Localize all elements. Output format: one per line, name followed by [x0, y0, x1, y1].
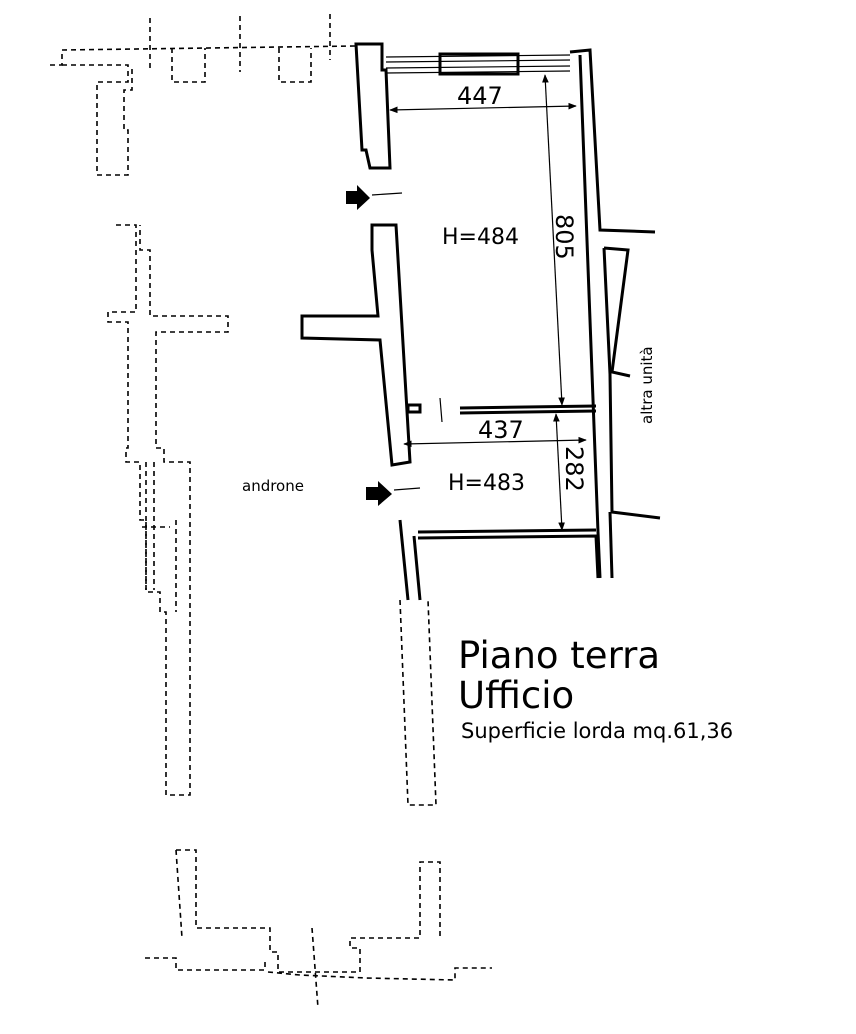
dimension-room2-width: 437 — [478, 416, 524, 444]
plan-title: Piano terra — [458, 634, 661, 677]
androne-label: androne — [242, 477, 304, 495]
area-label: Superficie lorda mq.61,36 — [461, 719, 734, 743]
dimension-top-width: 447 — [457, 82, 503, 110]
dimension-lines — [389, 74, 587, 531]
room2-height-label: H=483 — [448, 471, 525, 496]
dimension-room2-length: 282 — [560, 446, 588, 492]
entrance-arrow-icon — [366, 481, 392, 506]
unit-walls — [300, 42, 661, 601]
room1-height-label: H=484 — [442, 225, 519, 250]
dimension-room1-length: 805 — [550, 214, 578, 260]
plan-subtitle: Ufficio — [458, 674, 575, 717]
altra-unita-label: altra unità — [638, 346, 656, 424]
neighbor-structure-outline — [50, 14, 492, 1009]
entrance-arrow-icon — [346, 185, 370, 210]
